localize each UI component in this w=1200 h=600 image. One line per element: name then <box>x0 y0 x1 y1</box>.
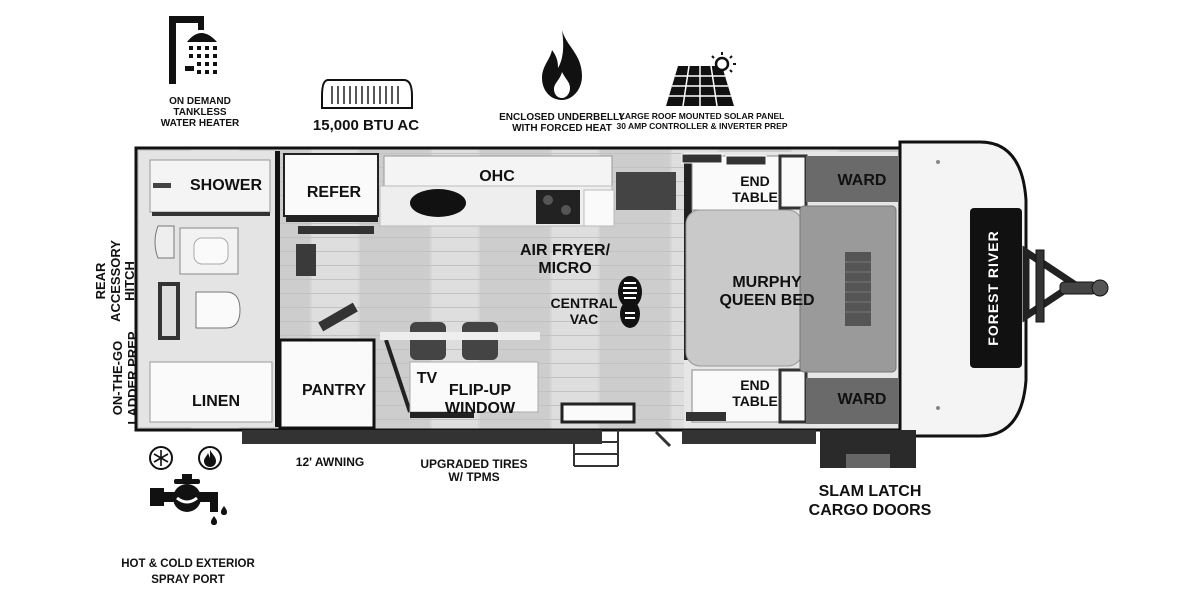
ac-label: 15,000 BTU AC <box>312 117 420 134</box>
shower-heater-icon <box>169 16 217 84</box>
solar-line: LARGE ROOF MOUNTED SOLAR PANEL <box>619 111 785 121</box>
solar-label: LARGE ROOF MOUNTED SOLAR PANEL 30 AMP CO… <box>616 111 788 131</box>
bath-wall <box>275 151 280 427</box>
linen-cabinet <box>149 361 273 423</box>
water-heater-line: WATER HEATER <box>160 118 240 130</box>
end-table-bottom-label: END TABLE <box>722 377 788 409</box>
chair-left <box>410 322 446 360</box>
tires-line: W/ TPMS <box>448 470 500 485</box>
flip-up-label: FLIP-UP WINDOW <box>436 382 524 418</box>
bath-sink <box>193 237 229 265</box>
linen-label: LINEN <box>192 393 240 410</box>
ward-top-label: WARD <box>837 172 887 189</box>
central-vac-label: CENTRAL VAC <box>546 295 622 327</box>
underbelly-line: WITH FORCED HEAT <box>512 123 612 135</box>
flip-up-counter <box>409 361 539 413</box>
flip-up-line: FLIP-UP <box>448 382 512 399</box>
cooktop <box>536 190 580 224</box>
air-fryer-label: AIR FRYER/ MICRO <box>508 242 622 278</box>
end-table-line: END <box>740 377 770 393</box>
pantry-box <box>278 338 376 430</box>
pantry-label: PANTRY <box>302 382 366 399</box>
air-conditioner-icon <box>321 79 413 109</box>
shower-head <box>153 183 171 188</box>
flip-up-line: WINDOW <box>444 399 516 417</box>
spray-port-line: HOT & COLD EXTERIOR <box>121 558 255 570</box>
underbelly-line: ENCLOSED UNDERBELLY <box>499 112 625 123</box>
chair-right <box>462 322 498 360</box>
water-heater-label: ON DEMAND TANKLESS WATER HEATER <box>140 96 260 130</box>
end-table-line: END <box>740 173 770 189</box>
awning <box>242 430 602 444</box>
solar-line: 30 AMP CONTROLLER & INVERTER PREP <box>616 120 788 131</box>
spray-port-label: HOT & COLD EXTERIOR SPRAY PORT <box>118 556 258 588</box>
end-table-line: TABLE <box>732 188 778 205</box>
murphy-bed-line: QUEEN BED <box>719 291 815 309</box>
brand-logo-text: FOREST RIVER <box>985 230 1001 346</box>
ward-bottom <box>806 378 898 424</box>
bed-vent <box>845 252 871 326</box>
end-table-top-label: END TABLE <box>722 173 788 205</box>
murphy-bed-line: MURPHY <box>732 274 802 291</box>
refer-box <box>283 153 379 217</box>
underbelly-label: ENCLOSED UNDERBELLY WITH FORCED HEAT <box>490 112 634 134</box>
bath-mirror <box>154 225 175 259</box>
air-fryer-line: MICRO <box>538 259 592 277</box>
flame-icon <box>542 30 582 100</box>
tires-line: UPGRADED TIRES <box>420 457 528 471</box>
kitchen-sink <box>410 189 466 217</box>
cargo-doors-line: CARGO DOORS <box>808 502 932 520</box>
central-vac-line: VAC <box>569 310 599 327</box>
brand-badge <box>970 208 1022 368</box>
central-vac-footprint <box>618 276 642 328</box>
ohc-label: OHC <box>479 168 515 185</box>
solar-panel-icon <box>666 52 736 107</box>
cargo-doors-label: SLAM LATCH CARGO DOORS <box>800 482 940 520</box>
refer-label: REFER <box>306 184 362 201</box>
central-vac-line: CENTRAL <box>550 295 618 311</box>
entry-hatch <box>560 402 636 424</box>
shower-label: SHOWER <box>190 177 262 194</box>
spray-port-line: SPRAY PORT <box>151 574 225 587</box>
ohc-cabinet <box>383 155 613 187</box>
awning-label: 12' AWNING <box>295 455 365 469</box>
cargo-doors-line: SLAM LATCH <box>818 483 922 500</box>
water-heater-line: TANKLESS <box>173 107 227 119</box>
tongue-hitch <box>1022 245 1109 323</box>
shower-curb <box>152 212 270 216</box>
toilet <box>195 291 241 329</box>
water-heater-line: ON DEMAND <box>169 96 231 107</box>
air-fryer-line: AIR FRYER/ <box>519 242 611 259</box>
spray-port-icon <box>149 446 227 525</box>
tires-label: UPGRADED TIRES W/ TPMS <box>404 457 544 485</box>
ward-top <box>806 156 898 202</box>
tv-label: TV <box>416 370 438 387</box>
end-table-line: TABLE <box>732 392 778 409</box>
ward-bottom-label: WARD <box>837 391 887 408</box>
murphy-bed-label: MURPHY QUEEN BED <box>702 274 832 310</box>
